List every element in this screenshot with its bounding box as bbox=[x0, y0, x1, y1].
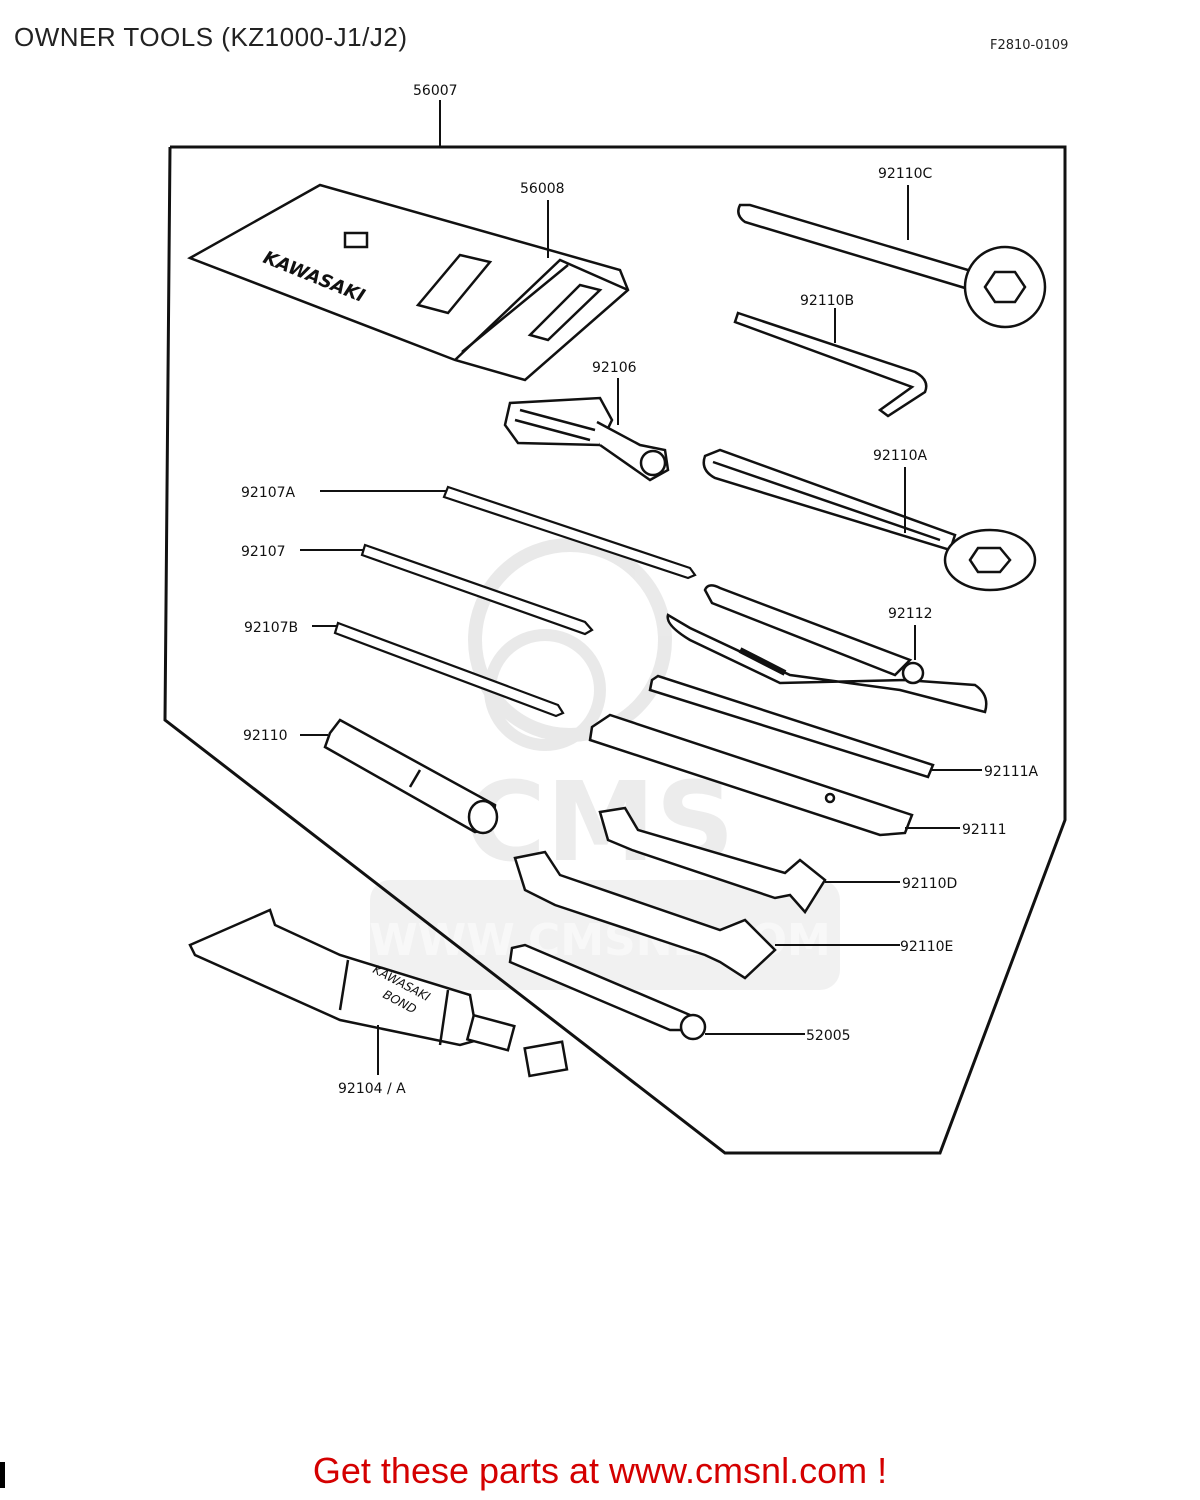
part-label-92107b: 92107B bbox=[244, 620, 298, 636]
page-title: OWNER TOOLS (KZ1000-J1/J2) bbox=[14, 22, 408, 52]
part-label-92110d: 92110D bbox=[902, 876, 957, 892]
open-spanner-92110d bbox=[598, 806, 827, 915]
flat-bar-92111 bbox=[588, 713, 914, 837]
handle-92106 bbox=[503, 396, 670, 482]
bar-92111a bbox=[648, 674, 935, 779]
ring-spanner-92110c bbox=[737, 203, 1047, 329]
part-label-92104a: 92104 / A bbox=[338, 1081, 406, 1097]
part-label-56007: 56007 bbox=[413, 83, 458, 99]
driver-52005 bbox=[508, 943, 707, 1041]
edge-mark bbox=[0, 1462, 5, 1488]
part-label-92107a: 92107A bbox=[241, 485, 296, 501]
tool-pouch-drawing: KAWASAKI bbox=[187, 183, 630, 382]
part-label-92106: 92106 bbox=[592, 360, 637, 376]
open-spanner-92110e bbox=[513, 850, 777, 980]
screwdriver-92107 bbox=[360, 543, 594, 636]
part-label-92110a: 92110A bbox=[873, 448, 928, 464]
part-label-92110b: 92110B bbox=[800, 293, 854, 309]
grease-tube-92104: KAWASAKI BOND bbox=[188, 908, 569, 1078]
part-label-92111: 92111 bbox=[962, 822, 1007, 838]
part-label-92111a: 92111A bbox=[984, 764, 1039, 780]
part-label-92110c: 92110C bbox=[878, 166, 933, 182]
figure-code: F2810-0109 bbox=[990, 38, 1069, 53]
part-label-92110: 92110 bbox=[243, 728, 288, 744]
part-label-92107: 92107 bbox=[241, 544, 286, 560]
part-label-92110e: 92110E bbox=[900, 939, 953, 955]
footer-link[interactable]: Get these parts at www.cmsnl.com ! bbox=[312, 1450, 888, 1491]
part-label-92112: 92112 bbox=[888, 606, 933, 622]
socket-92110 bbox=[323, 718, 499, 835]
screwdriver-92107a bbox=[442, 485, 697, 580]
kit-outline bbox=[163, 145, 1067, 1155]
hex-key-92110b bbox=[733, 311, 928, 418]
part-label-52005: 52005 bbox=[806, 1028, 851, 1044]
screwdriver-92107b bbox=[333, 621, 565, 718]
part-label-56008: 56008 bbox=[520, 181, 565, 197]
pliers-92112 bbox=[666, 584, 988, 714]
box-wrench-92110a bbox=[702, 448, 1037, 592]
